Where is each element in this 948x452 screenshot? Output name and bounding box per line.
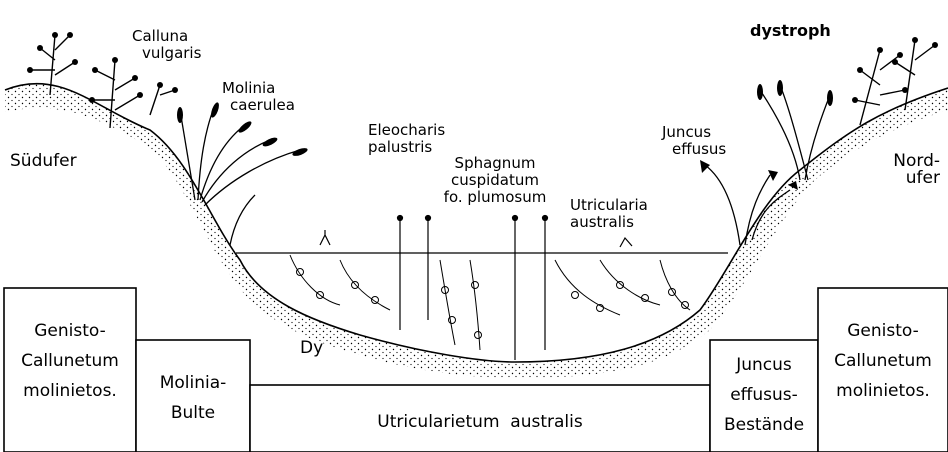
molinia-tussock-left [177,101,309,245]
utricularietum-label: Utricularietum australis [250,407,710,437]
south-shore-label: Südufer [10,153,77,170]
north-shore-label: Nord-ufer [880,153,940,187]
terrain-profile-line [5,84,948,362]
lake-type-label: dystroph [750,22,831,39]
dy-sediment-label: Dy [300,340,323,357]
molinia-bulte-label: Molinia-Bulte [136,368,250,428]
